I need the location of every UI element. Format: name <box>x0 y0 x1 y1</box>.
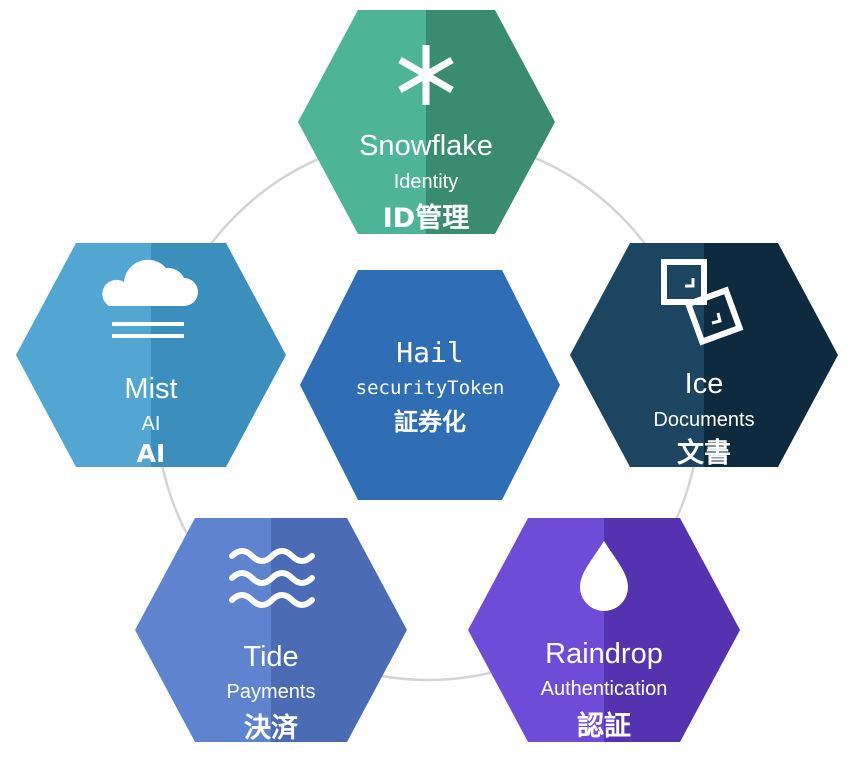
node-raindrop-subtitle: Authentication <box>541 678 668 700</box>
node-hail[interactable]: Hail securityToken 証券化 <box>300 270 560 500</box>
node-tide-japanese: 決済 <box>244 712 299 744</box>
node-tide-name: Tide <box>243 641 298 673</box>
node-hail-japanese: 証券化 <box>394 408 466 436</box>
node-tide-subtitle: Payments <box>227 681 316 703</box>
node-raindrop[interactable]: Raindrop Authentication 認証 <box>468 518 741 742</box>
node-snowflake-japanese: ID管理 <box>383 203 469 234</box>
node-hail-name: Hail <box>396 336 463 369</box>
node-raindrop-japanese: 認証 <box>577 710 631 742</box>
droplet-icon <box>580 541 628 611</box>
asterisk-icon <box>398 45 454 105</box>
node-tide[interactable]: Tide Payments 決済 <box>135 518 408 744</box>
node-ice[interactable]: Ice Documents 文書 <box>570 243 839 469</box>
node-mist-name: Mist <box>124 373 177 405</box>
waves-icon <box>229 548 315 608</box>
node-snowflake-subtitle: Identity <box>394 171 458 193</box>
node-ice-japanese: 文書 <box>677 437 731 469</box>
node-ice-name: Ice <box>685 368 724 400</box>
node-mist[interactable]: Mist AI AI <box>16 243 287 468</box>
cloud-icon <box>102 259 198 338</box>
node-raindrop-name: Raindrop <box>545 638 663 670</box>
node-mist-japanese: AI <box>137 439 166 468</box>
documents-icon <box>661 259 744 346</box>
node-snowflake-name: Snowflake <box>359 130 493 162</box>
node-snowflake[interactable]: Snowflake Identity ID管理 <box>298 10 556 234</box>
node-mist-subtitle: AI <box>142 413 161 435</box>
node-hail-subtitle: securityToken <box>356 377 505 399</box>
node-ice-subtitle: Documents <box>653 409 754 431</box>
